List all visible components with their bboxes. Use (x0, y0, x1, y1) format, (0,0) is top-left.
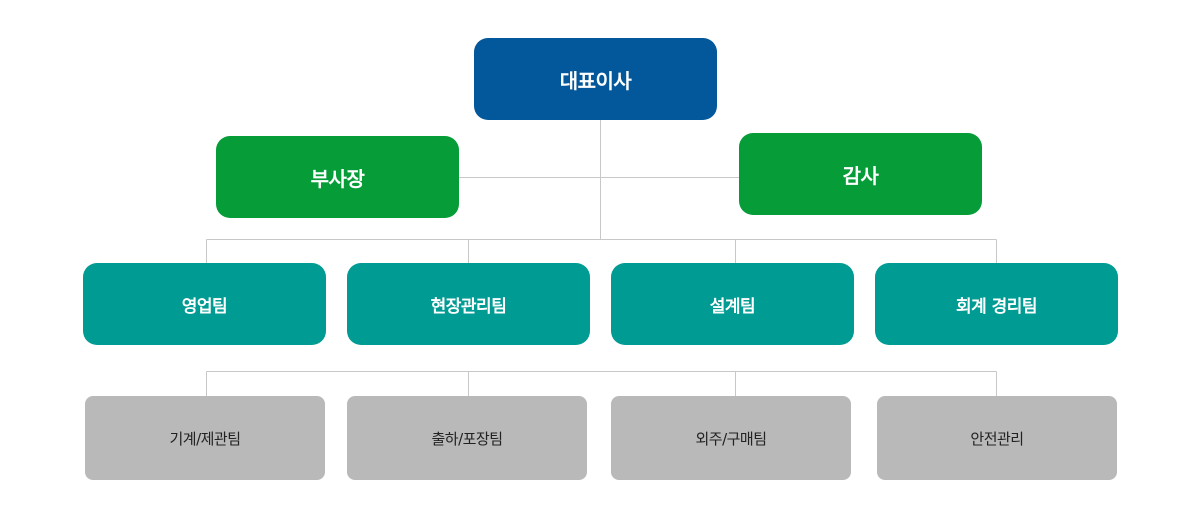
unit-box-machinery[interactable]: 기계/제관팀 (85, 396, 325, 480)
auditor-label: 감사 (842, 163, 879, 188)
team-label: 설계팀 (709, 296, 756, 317)
ceo-box[interactable]: 대표이사 (474, 38, 717, 120)
unit-label: 출하/포장팀 (431, 429, 503, 448)
unit-box-shipping[interactable]: 출하/포장팀 (347, 396, 587, 480)
team-label: 회계 경리팀 (955, 296, 1038, 317)
team-label: 영업팀 (181, 296, 228, 317)
unit-label: 안전관리 (970, 429, 1024, 448)
unit-label: 기계/제관팀 (169, 429, 241, 448)
team-box-design[interactable]: 설계팀 (611, 263, 854, 345)
vice-president-label: 부사장 (310, 166, 365, 191)
unit-box-outsourcing[interactable]: 외주/구매팀 (611, 396, 851, 480)
team-box-sales[interactable]: 영업팀 (83, 263, 326, 345)
team-box-site-management[interactable]: 현장관리팀 (347, 263, 590, 345)
ceo-label: 대표이사 (559, 68, 632, 93)
unit-label: 외주/구매팀 (695, 429, 767, 448)
auditor-box[interactable]: 감사 (739, 133, 982, 215)
team-label: 현장관리팀 (430, 296, 507, 317)
vice-president-box[interactable]: 부사장 (216, 136, 459, 218)
unit-box-safety[interactable]: 안전관리 (877, 396, 1117, 480)
team-box-accounting[interactable]: 회계 경리팀 (875, 263, 1118, 345)
